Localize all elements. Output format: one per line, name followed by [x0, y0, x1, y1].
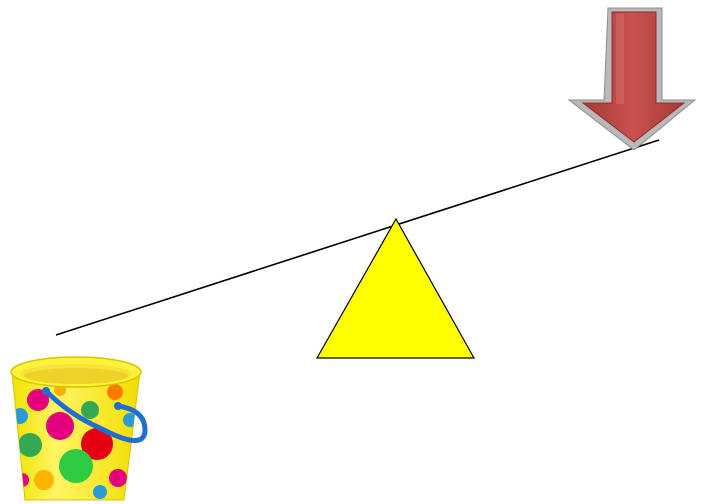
polka-dot-bucket-icon	[11, 357, 145, 500]
fulcrum-triangle-icon	[317, 219, 474, 358]
down-arrow-icon	[569, 8, 695, 150]
